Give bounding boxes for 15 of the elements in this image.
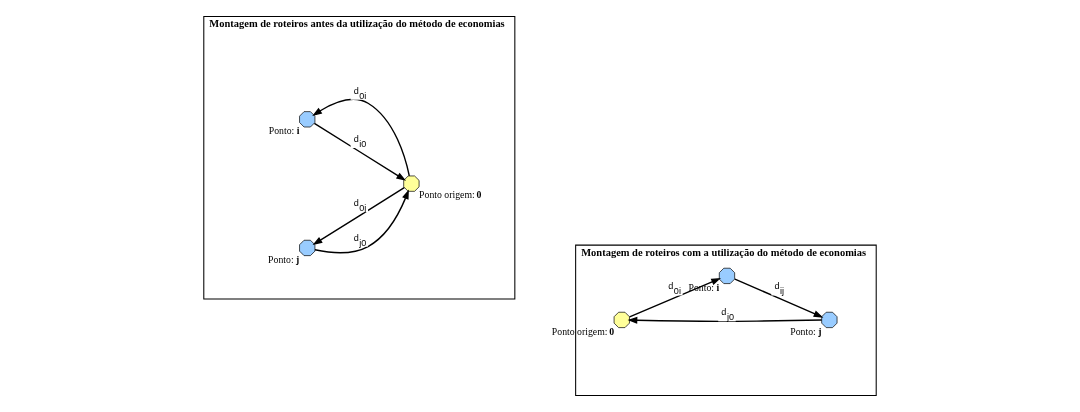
node-octagon [299,239,316,256]
arrow [312,98,410,177]
arrow [313,122,407,181]
node-octagon [613,311,630,328]
arrow [627,316,823,324]
node-label: Ponto origem: 0 [419,189,482,201]
node-label: Ponto origem: 0 [551,325,615,337]
node-octagon [718,267,735,284]
node-label: Ponto: i [268,125,300,137]
node-octagon [299,111,316,128]
node-octagon [403,175,420,192]
node-label: Ponto: j [790,325,822,337]
arrow [314,189,409,254]
node-octagon [821,311,838,328]
node-label: Ponto: j [268,253,300,265]
